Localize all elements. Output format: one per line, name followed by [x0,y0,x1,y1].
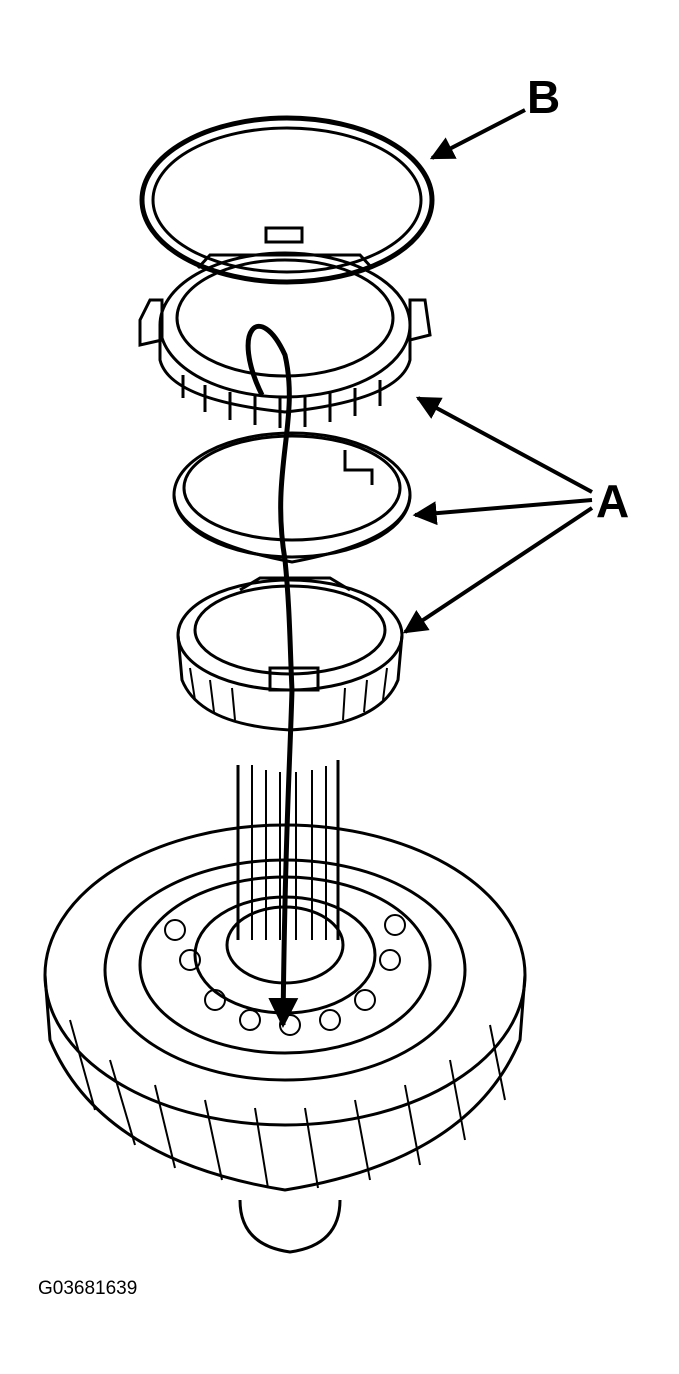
o-ring-b [139,115,435,285]
callout-a-label: A [596,475,630,527]
leader-a-lower [402,506,594,634]
synchro-ring-middle [172,431,412,564]
callout-b-label: B [527,71,561,123]
leader-a-middle [412,498,593,526]
leader-a-upper [415,396,593,494]
assembly-path-arrow [245,323,299,1028]
leader-b [429,108,526,160]
synchro-ring-upper [138,226,432,428]
figure-id: G03681639 [38,1278,138,1299]
